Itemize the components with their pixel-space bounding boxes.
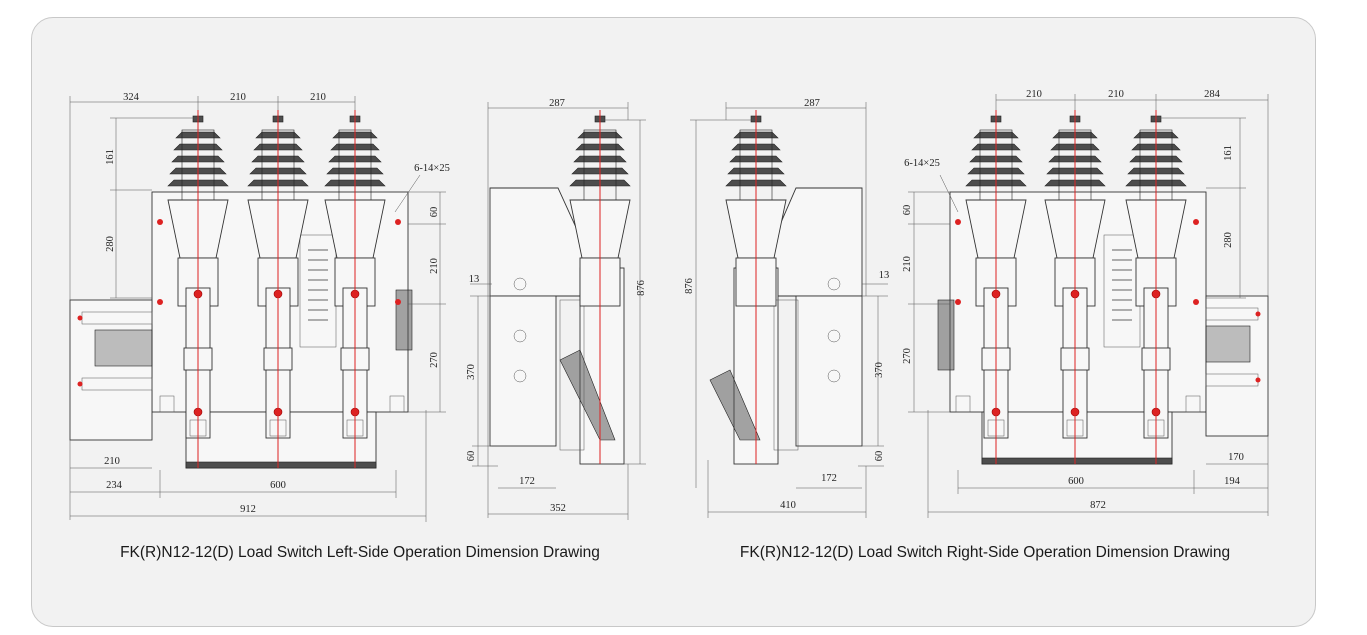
rf-dim-left-1: 60 [902,205,913,216]
rs-dim-bottom-1: 172 [821,473,837,484]
lf-dim-bottom-3: 600 [270,480,286,491]
left-front-view: 324 210 210 6-14×25 161 280 60 210 270 2… [69,92,450,522]
lf-dim-right-2: 210 [429,258,440,274]
ls-dim-bottom-1: 172 [519,476,535,487]
rs-dim-right-2: 370 [874,362,885,378]
lf-dim-left-1: 161 [105,149,116,165]
rs-dim-bottom-2: 410 [780,500,796,511]
right-front-view: 210 210 284 6-14×25 161 280 60 210 270 1… [902,89,1269,518]
rs-dim-top: 287 [804,98,820,109]
rf-hole-label: 6-14×25 [904,158,940,169]
caption-left: FK(R)N12-12(D) Load Switch Left-Side Ope… [120,544,600,561]
rs-dim-right-3: 60 [874,451,885,462]
lf-dim-right-3: 270 [429,352,440,368]
lf-dim-bottom-2: 234 [106,480,123,491]
rf-dim-bottom-3: 194 [1224,476,1241,487]
ls-dim-left-1: 13 [469,274,480,285]
rf-dim-bottom-4: 872 [1090,500,1106,511]
lf-dim-top-3: 210 [310,92,326,103]
rf-dim-bottom-2: 600 [1068,476,1084,487]
rf-dim-top-3: 284 [1204,89,1221,100]
right-side-view: 287 876 13 370 60 172 410 [684,98,889,518]
rf-dim-right-2: 280 [1223,232,1234,248]
lf-hole-label: 6-14×25 [414,163,450,174]
rf-dim-left-2: 210 [902,256,913,272]
rs-dim-right-1: 13 [879,270,890,281]
rs-dim-left: 876 [684,278,695,294]
left-side-view: 287 13 370 60 876 172 352 [466,98,647,520]
ls-dim-left-3: 60 [466,451,477,462]
lf-dim-left-2: 280 [105,236,116,252]
lf-dim-top-1: 324 [123,92,140,103]
ls-dim-bottom-2: 352 [550,503,566,514]
rf-dim-top-1: 210 [1026,89,1042,100]
rf-dim-right-1: 161 [1223,145,1234,161]
caption-right: FK(R)N12-12(D) Load Switch Right-Side Op… [740,544,1230,561]
lf-dim-bottom-4: 912 [240,504,256,515]
ls-dim-left-2: 370 [466,364,477,380]
lf-dim-bottom-1: 210 [104,456,120,467]
lf-dim-top-2: 210 [230,92,246,103]
rf-dim-top-2: 210 [1108,89,1124,100]
rf-dim-left-3: 270 [902,348,913,364]
lf-dim-right-1: 60 [429,207,440,218]
ls-dim-top: 287 [549,98,565,109]
ls-dim-right: 876 [636,280,647,296]
rf-dim-bottom-1: 170 [1228,452,1244,463]
